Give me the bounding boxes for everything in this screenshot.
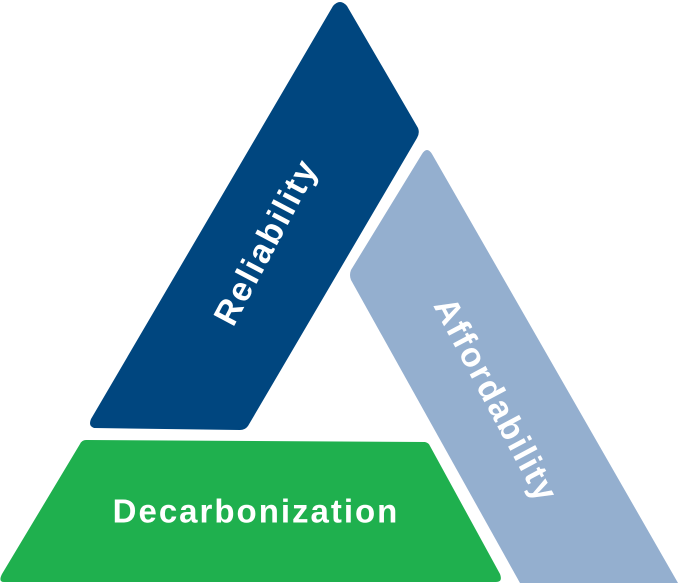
decarbonization-label: Decarbonization [113, 493, 400, 530]
reliability-segment [90, 2, 419, 430]
affordability-segment [350, 150, 678, 583]
decarbonization-segment [0, 440, 501, 582]
